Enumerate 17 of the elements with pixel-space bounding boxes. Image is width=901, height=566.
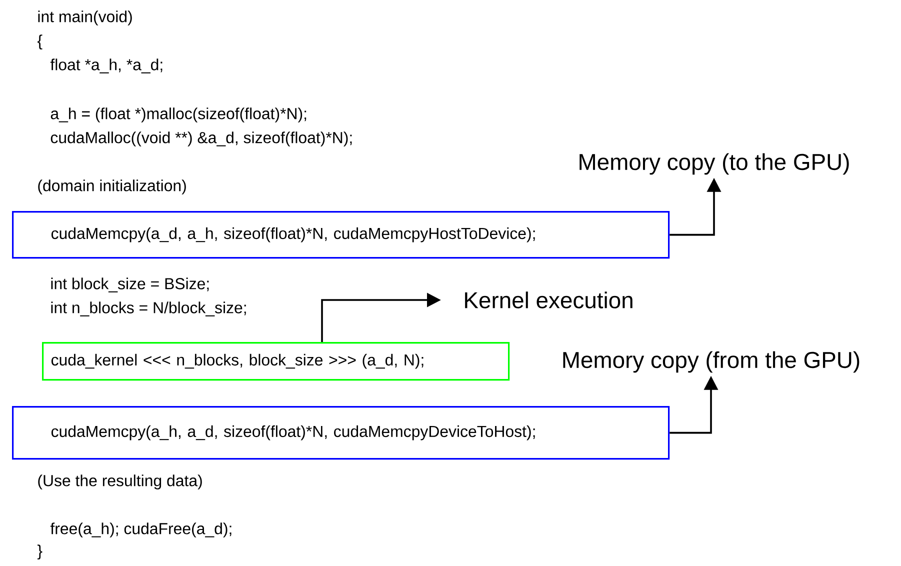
code-line: { <box>37 34 42 50</box>
code-line: int n_blocks = N/block_size; <box>51 302 246 316</box>
annotation-text: Kernel execution <box>465 292 632 308</box>
code-box: cudaMemcpy(a_h, a_d, sizeof(float)*N, cudaMemcpyDeviceToHost); <box>12 406 670 460</box>
code-line: cudaMalloc((void **) &a_d, sizeof(float)*N); <box>50 132 352 146</box>
code-line: int main(void) <box>38 10 132 26</box>
code-box: cudaMemcpy(a_d, a_h, sizeof(float)*N, cudaMemcpyHostToDevice); <box>12 211 670 259</box>
code-box: cuda_kernel <<< n_blocks, block_size >>> (a_d, N); <box>42 342 510 381</box>
code-line: (domain initialization) <box>38 180 186 194</box>
code-line: } <box>37 544 42 560</box>
code-line: a_h = (float *)malloc(sizeof(float)*N); <box>50 108 306 122</box>
code-line: int block_size = BSize; <box>51 278 209 292</box>
annotation-text: Memory copy (to the GPU) <box>580 153 849 175</box>
code-line: free(a_h); cudaFree(a_d); <box>50 522 232 538</box>
annotation-text: Memory copy (from the GPU) <box>563 351 860 373</box>
code-line: (Use the resulting data) <box>38 474 202 490</box>
code-line: float *a_h, *a_d; <box>50 58 162 74</box>
